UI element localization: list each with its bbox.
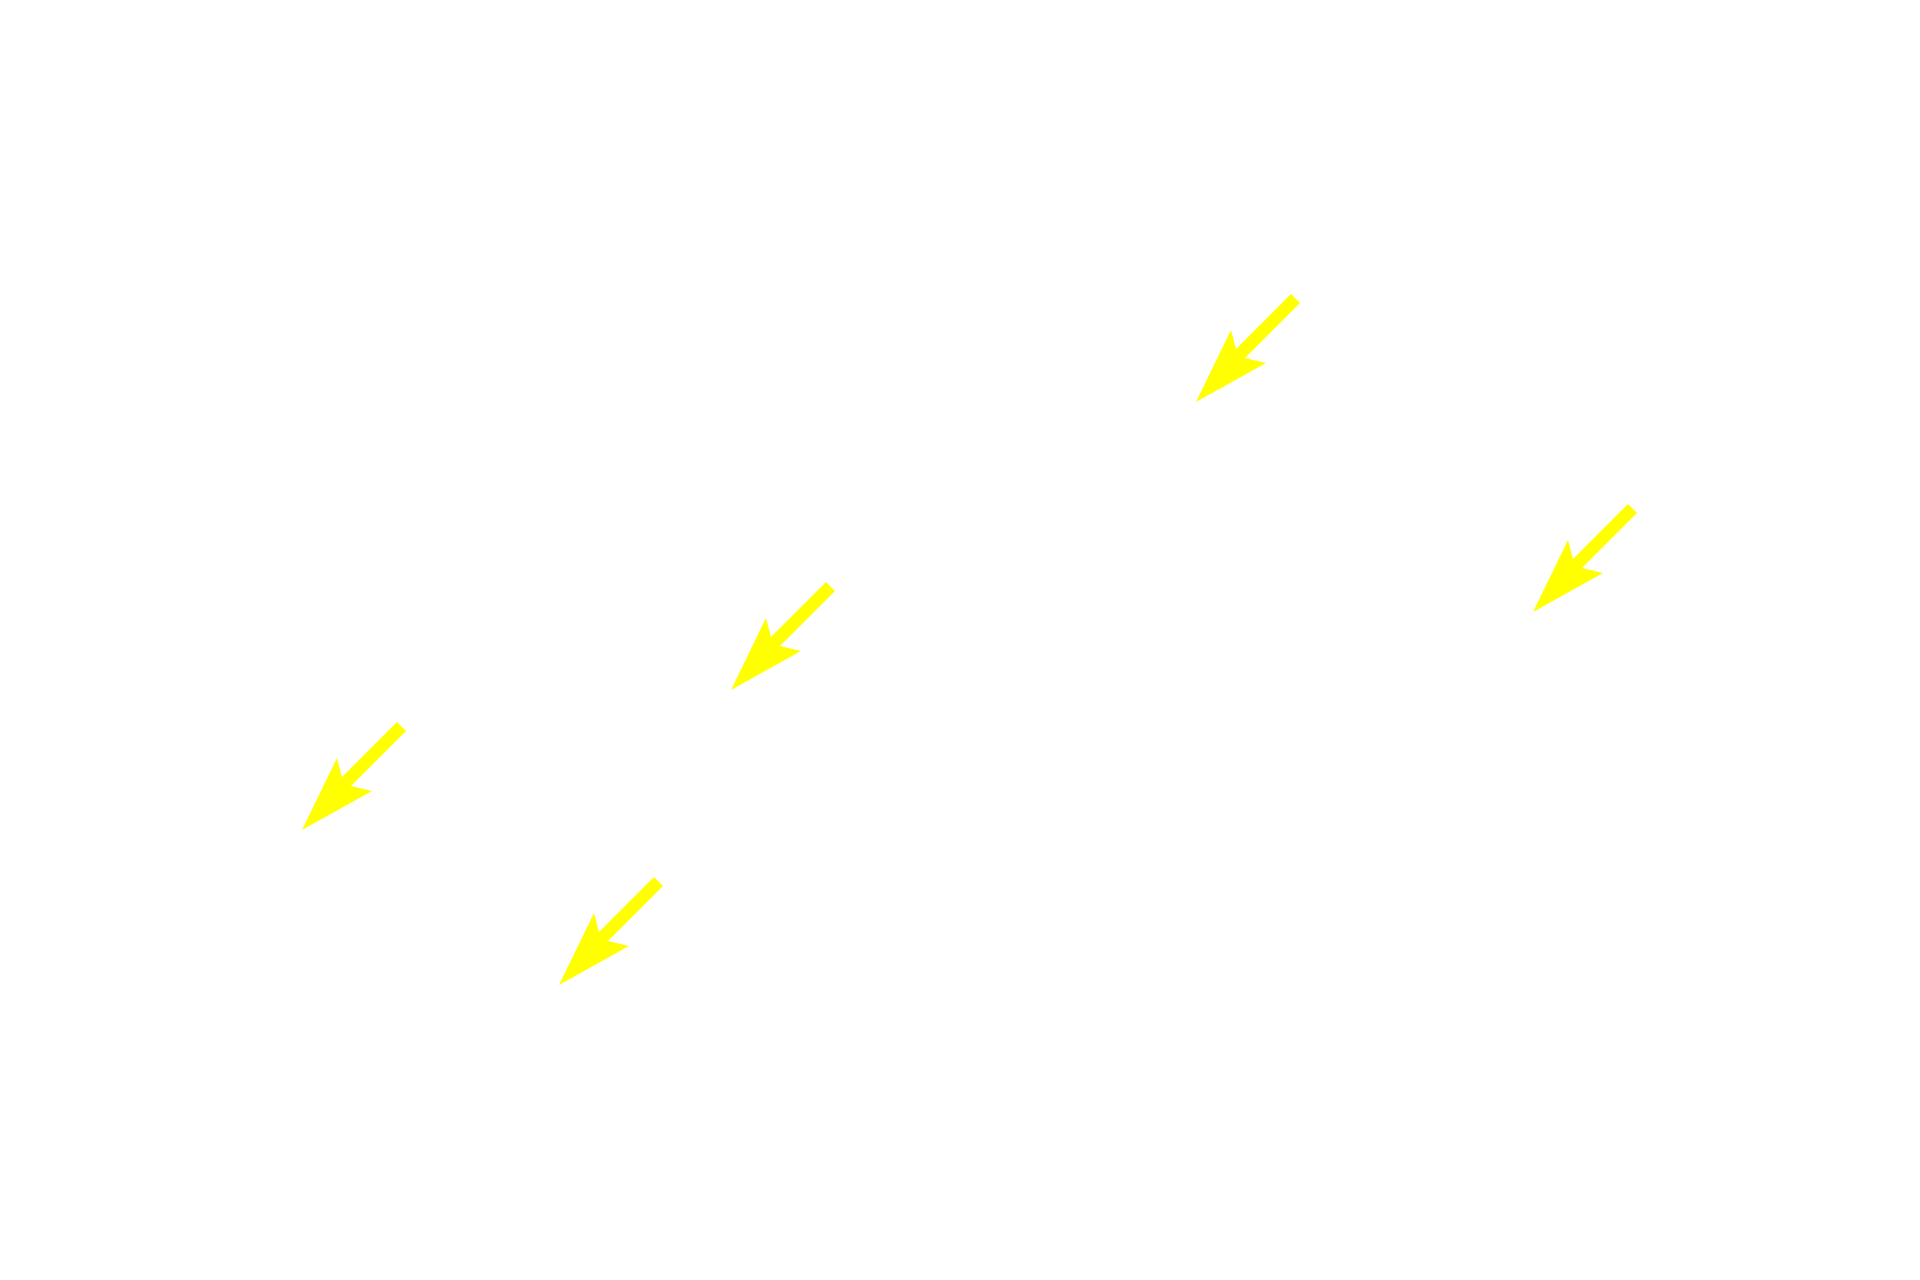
arrow-down-left-icon	[559, 877, 663, 985]
arrows-layer	[302, 294, 1637, 985]
arrow-down-left-icon	[1196, 294, 1300, 402]
arrow-down-left-icon	[731, 582, 835, 690]
arrow-down-left-icon	[302, 722, 406, 830]
arrow-down-left-icon	[1533, 504, 1637, 612]
